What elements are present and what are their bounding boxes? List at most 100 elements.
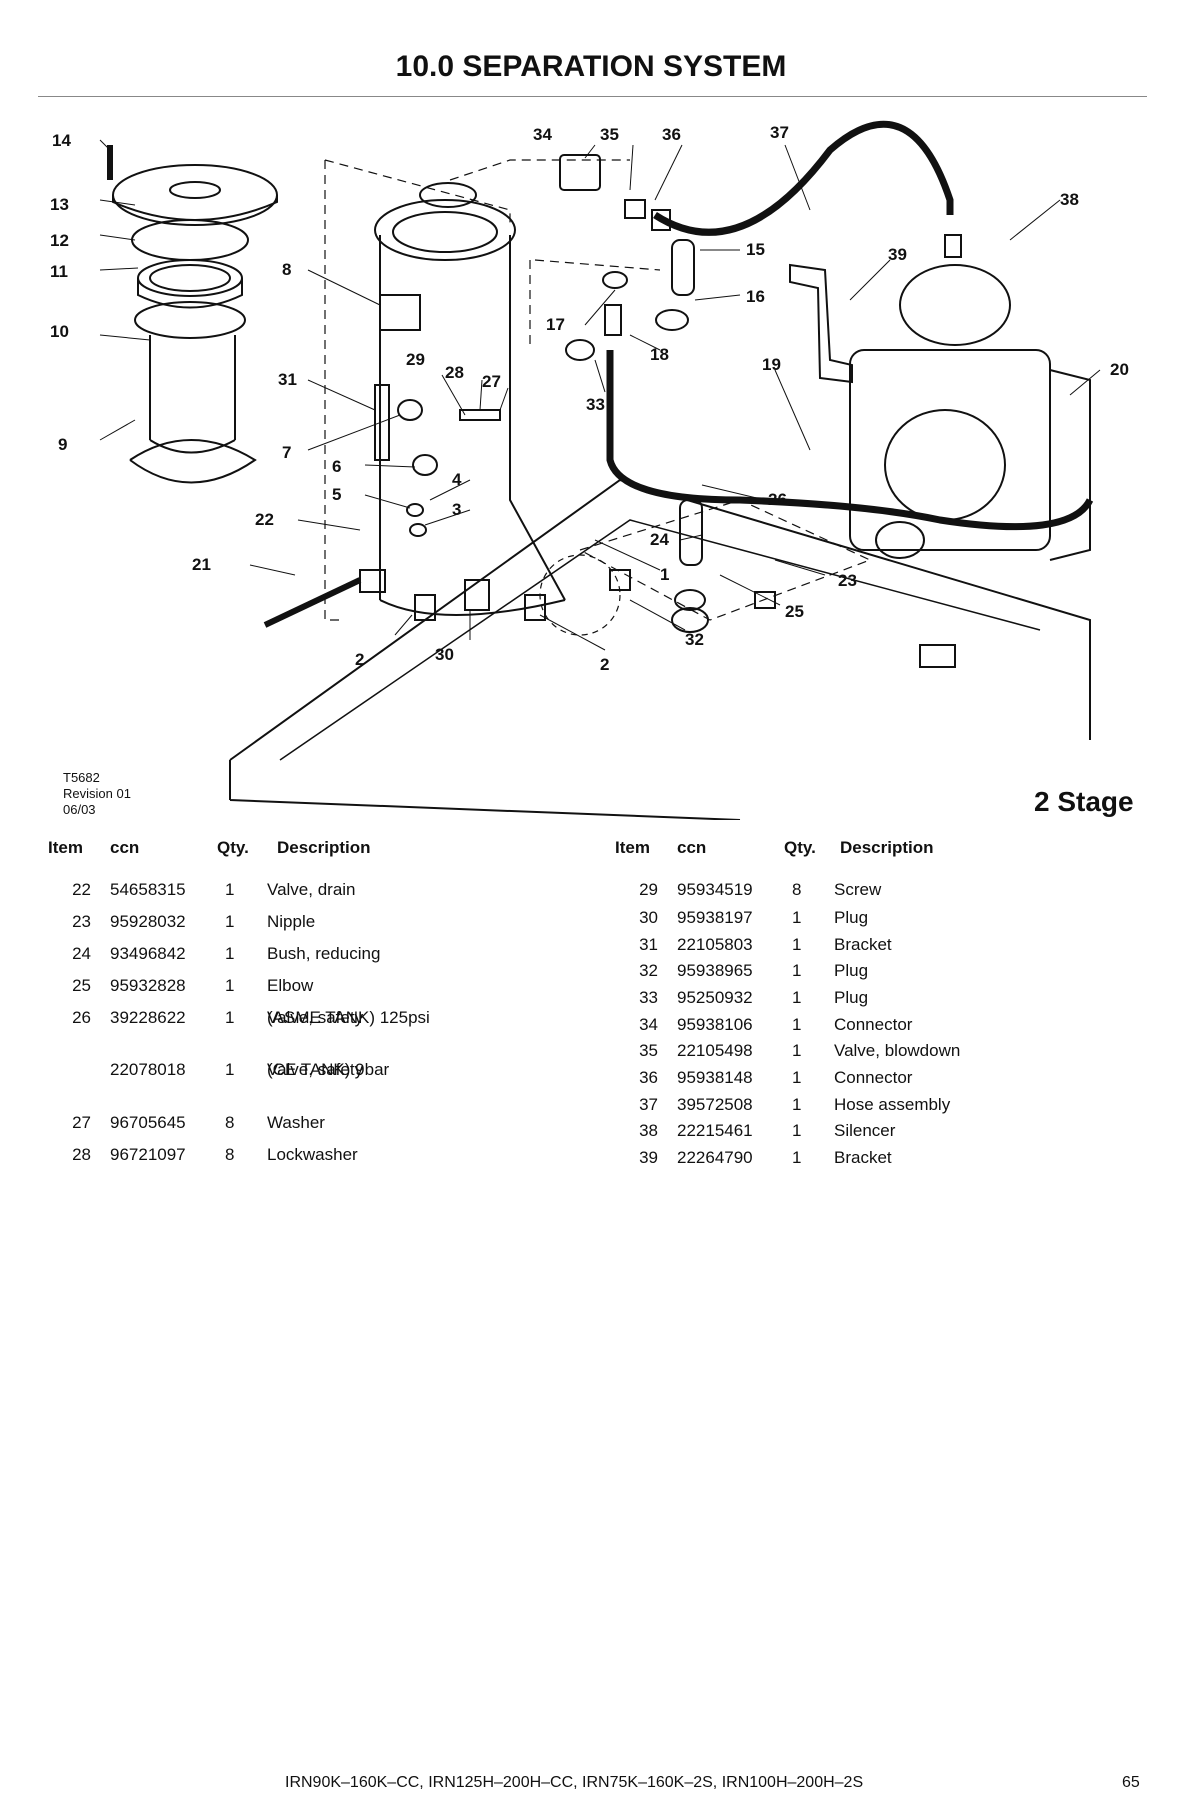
description-value: Connector — [834, 1015, 913, 1034]
item-number: 34 — [639, 1015, 658, 1034]
description-value: Bush, reducing — [267, 944, 381, 963]
callout-label: 12 — [50, 231, 69, 250]
callout-label: 30 — [435, 645, 454, 664]
qty-value: 8 — [225, 1113, 235, 1132]
description-detail: (CE TANK) 9bar — [267, 1060, 390, 1079]
figure-date: 06/03 — [63, 802, 96, 817]
qty-value: 1 — [792, 1015, 802, 1034]
item-number: 36 — [639, 1068, 658, 1087]
description-value: Bracket — [834, 1148, 892, 1167]
item-number: 23 — [72, 912, 91, 931]
callout-label: 2 — [600, 655, 609, 674]
callout-label: 20 — [1110, 360, 1129, 379]
callout-label: 16 — [746, 287, 765, 306]
callout-label: 9 — [58, 435, 67, 454]
description-value: Silencer — [834, 1121, 896, 1140]
qty-value: 1 — [792, 908, 802, 927]
qty-value: 1 — [225, 1060, 235, 1079]
description-value: Screw — [834, 880, 882, 899]
callout-label: 25 — [785, 602, 804, 621]
callout-label: 10 — [50, 322, 69, 341]
ccn-value: 95928032 — [110, 912, 186, 931]
callout-label: 11 — [50, 262, 68, 281]
item-number: 39 — [639, 1148, 658, 1167]
figure-id: T5682 — [63, 770, 100, 785]
callout-label: 3 — [452, 500, 461, 519]
column-header-ccn: ccn — [110, 838, 140, 857]
qty-value: 1 — [225, 976, 235, 995]
description-value: Plug — [834, 908, 869, 927]
ccn-value: 95934519 — [677, 880, 753, 899]
item-number: 26 — [72, 1008, 91, 1027]
description-value: Connector — [834, 1068, 913, 1087]
column-header-qty: Qty. — [217, 838, 249, 857]
callout-label: 17 — [546, 315, 565, 334]
callout-label: 8 — [282, 260, 291, 279]
callout-label: 1 — [660, 565, 669, 584]
description-value: Washer — [267, 1113, 325, 1132]
diagram-drawing: 14 13 12 11 10 9 8 31 7 6 5 22 21 29 28 … — [50, 120, 1129, 821]
callout-label: 6 — [332, 457, 341, 476]
callout-label: 7 — [282, 443, 291, 462]
callout-label: 27 — [482, 372, 501, 391]
qty-value: 1 — [792, 935, 802, 954]
callout-label: 15 — [746, 240, 765, 259]
callout-label: 28 — [445, 363, 464, 382]
column-header-item: Item — [615, 838, 650, 857]
page-title: 10.0 SEPARATION SYSTEM — [395, 50, 787, 83]
exploded-parts-diagram: 14 13 12 11 10 9 8 31 7 6 5 22 21 29 28 … — [40, 120, 1150, 821]
callout-label: 35 — [600, 125, 619, 144]
column-header-description: Description — [277, 838, 371, 857]
description-value: Nipple — [267, 912, 316, 931]
description-value: Valve, safety — [267, 1008, 364, 1027]
description-value: Elbow — [267, 976, 314, 995]
item-number: 38 — [639, 1121, 658, 1140]
callout-label: 19 — [762, 355, 781, 374]
callout-label: 37 — [770, 123, 789, 142]
column-header-item: Item — [48, 838, 83, 857]
item-number: 37 — [639, 1095, 658, 1114]
callout-label: 38 — [1060, 190, 1079, 209]
ccn-value: 39228622 — [110, 1008, 186, 1027]
ccn-value: 22215461 — [677, 1121, 753, 1140]
callout-label: 29 — [406, 350, 425, 369]
item-number: 32 — [639, 961, 658, 980]
callout-label: 18 — [650, 345, 669, 364]
ccn-value: 22264790 — [677, 1148, 753, 1167]
callout-label: 4 — [452, 470, 462, 489]
description-detail: (ASME TANK) 125psi — [267, 1008, 430, 1027]
qty-value: 1 — [225, 880, 235, 899]
item-number: 29 — [639, 880, 658, 899]
qty-value: 1 — [225, 1008, 235, 1027]
description-value: Valve, safety — [267, 1060, 364, 1079]
callout-label: 22 — [255, 510, 274, 529]
figure-metadata: T5682 Revision 01 06/03 — [63, 770, 131, 818]
callout-label: 13 — [50, 195, 69, 214]
callout-label: 21 — [192, 555, 211, 574]
description-value: Plug — [834, 988, 869, 1007]
item-number: 27 — [72, 1113, 91, 1132]
ccn-value: 95938148 — [677, 1068, 753, 1087]
ccn-value: 96705645 — [110, 1113, 186, 1132]
callout-label: 26 — [768, 490, 787, 509]
qty-value: 1 — [792, 988, 802, 1007]
qty-value: 1 — [225, 944, 235, 963]
column-header-qty: Qty. — [784, 838, 816, 857]
qty-value: 1 — [225, 912, 235, 931]
callout-label: 23 — [838, 571, 857, 590]
ccn-value: 22105803 — [677, 935, 753, 954]
ccn-value: 22078018 — [110, 1060, 186, 1079]
item-number: 28 — [72, 1145, 91, 1164]
callout-label: 31 — [278, 370, 297, 389]
ccn-value: 95938197 — [677, 908, 753, 927]
qty-value: 1 — [792, 1095, 802, 1114]
ccn-value: 54658315 — [110, 880, 186, 899]
ccn-value: 95250932 — [677, 988, 753, 1007]
callout-label: 14 — [52, 131, 71, 150]
callout-label: 34 — [533, 125, 552, 144]
qty-value: 1 — [792, 961, 802, 980]
column-header-description: Description — [840, 838, 934, 857]
column-header-ccn: ccn — [677, 838, 707, 857]
item-number: 35 — [639, 1041, 658, 1060]
item-number: 31 — [639, 935, 658, 954]
